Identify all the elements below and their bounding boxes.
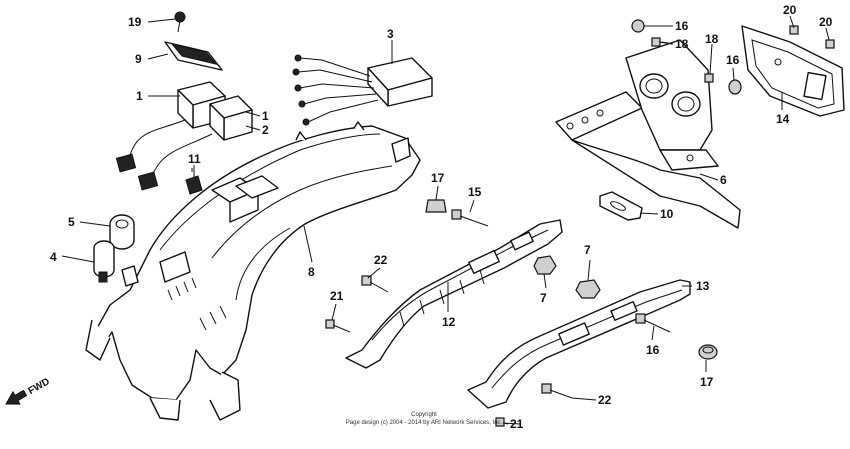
callout-10: 10 (660, 207, 674, 221)
copyright-notice: Page design (c) 2004 - 2014 by ARI Netwo… (346, 420, 503, 426)
leader-lines (61, 15, 830, 425)
part-17-collar-upper (425, 199, 447, 213)
callout-12: 12 (442, 315, 456, 329)
callout-11: 11 (188, 152, 201, 166)
callout-13: 13 (696, 279, 710, 293)
part-18-bolt-side (704, 73, 714, 83)
callout-9: 9 (135, 52, 142, 66)
callout-7-upper: 7 (540, 291, 547, 305)
part-17-collar-lower (698, 344, 718, 360)
callout-4: 4 (50, 250, 57, 264)
callout-6: 6 (720, 173, 727, 187)
callout-3: 3 (387, 27, 394, 41)
callout-16-top: 16 (675, 19, 689, 33)
part-7-nut-upper (533, 255, 557, 275)
callout-1-lower: 1 (262, 109, 269, 123)
part-16-washer-side (728, 79, 742, 95)
callout-16-side: 16 (726, 53, 740, 67)
part-7-nut-lower (575, 279, 601, 299)
callout-14: 14 (776, 112, 790, 126)
callout-17-lower: 17 (700, 375, 714, 389)
callout-20-left: 20 (783, 3, 797, 17)
callout-21-lower: 21 (510, 417, 524, 431)
callout-19: 19 (128, 15, 142, 29)
part-20-screw-right (825, 39, 835, 49)
callout-1-upper: 1 (136, 89, 143, 103)
part-16-washer-top (631, 19, 645, 33)
copyright-title: Copyright (411, 412, 437, 418)
callout-18-side: 18 (705, 32, 719, 46)
part-22-bolt-upper (361, 275, 389, 293)
part-21-bolt-upper (325, 319, 351, 333)
fwd-arrow-icon: FWD (5, 376, 52, 405)
part-9-pad (164, 41, 223, 71)
part-4-mount (93, 240, 115, 283)
part-1-relay (115, 81, 226, 173)
callout-15: 15 (468, 185, 482, 199)
part-15-bolt-upper (451, 209, 489, 227)
part-16-bolt-lower (635, 313, 671, 333)
fwd-label: FWD (27, 376, 52, 397)
callout-5: 5 (68, 215, 75, 229)
part-8-rear-fender (85, 121, 421, 421)
callout-8: 8 (308, 265, 315, 279)
part-6-license-bracket (555, 39, 741, 229)
part-22-bolt-lower (541, 383, 573, 399)
callout-2: 2 (262, 123, 269, 137)
callout-16-lower: 16 (646, 343, 660, 357)
part-20-screw-left (789, 25, 799, 35)
part-14-light-holder (741, 25, 845, 117)
callout-7-lower: 7 (584, 243, 591, 257)
part-12-side-rail (345, 219, 563, 369)
part-5-grommet (109, 214, 135, 250)
part-2-relay (137, 95, 253, 191)
callout-22-upper: 22 (374, 253, 388, 267)
part-13-side-rail (467, 279, 691, 409)
part-3-harness (292, 54, 433, 126)
part-10-plate (599, 191, 643, 221)
callout-20-right: 20 (819, 15, 833, 29)
part-19-screw (174, 11, 186, 33)
callout-labels: 19 9 1 1 2 3 4 5 11 8 6 10 7 7 12 13 14 … (50, 3, 833, 431)
callout-21-upper: 21 (330, 289, 344, 303)
callout-18-top: 18 (675, 37, 689, 51)
callout-22-lower: 22 (598, 393, 612, 407)
callout-17-upper: 17 (431, 171, 445, 185)
